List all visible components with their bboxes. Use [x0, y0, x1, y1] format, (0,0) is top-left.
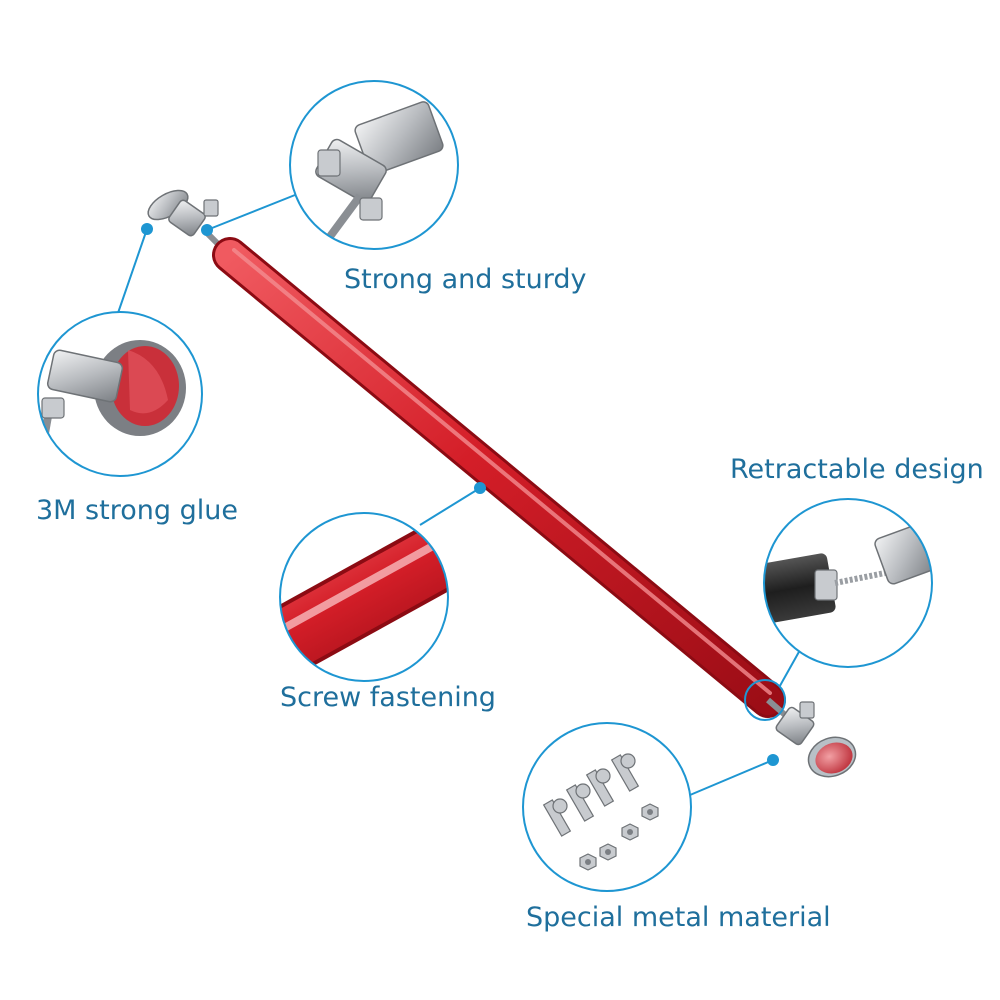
- glue-pad-icon: [37, 311, 203, 477]
- callout-strong-and-sturdy: Strong and sturdy: [344, 264, 587, 295]
- red-rod-closeup-icon: [279, 512, 449, 682]
- callout-screw-fastening: Screw fastening: [280, 682, 496, 713]
- callout-special-metal-material: Special metal material: [526, 902, 831, 933]
- strut-bar: [147, 189, 857, 778]
- screws-and-nuts-icon: [522, 722, 692, 892]
- callout-retractable-design: Retractable design: [730, 454, 984, 485]
- callout-3m-strong-glue: 3M strong glue: [36, 495, 238, 526]
- highlight-ring: [744, 679, 786, 721]
- carbon-fiber-end-icon: [763, 498, 933, 668]
- connector-dots: [141, 223, 779, 766]
- mounting-bracket-icon: [289, 80, 459, 250]
